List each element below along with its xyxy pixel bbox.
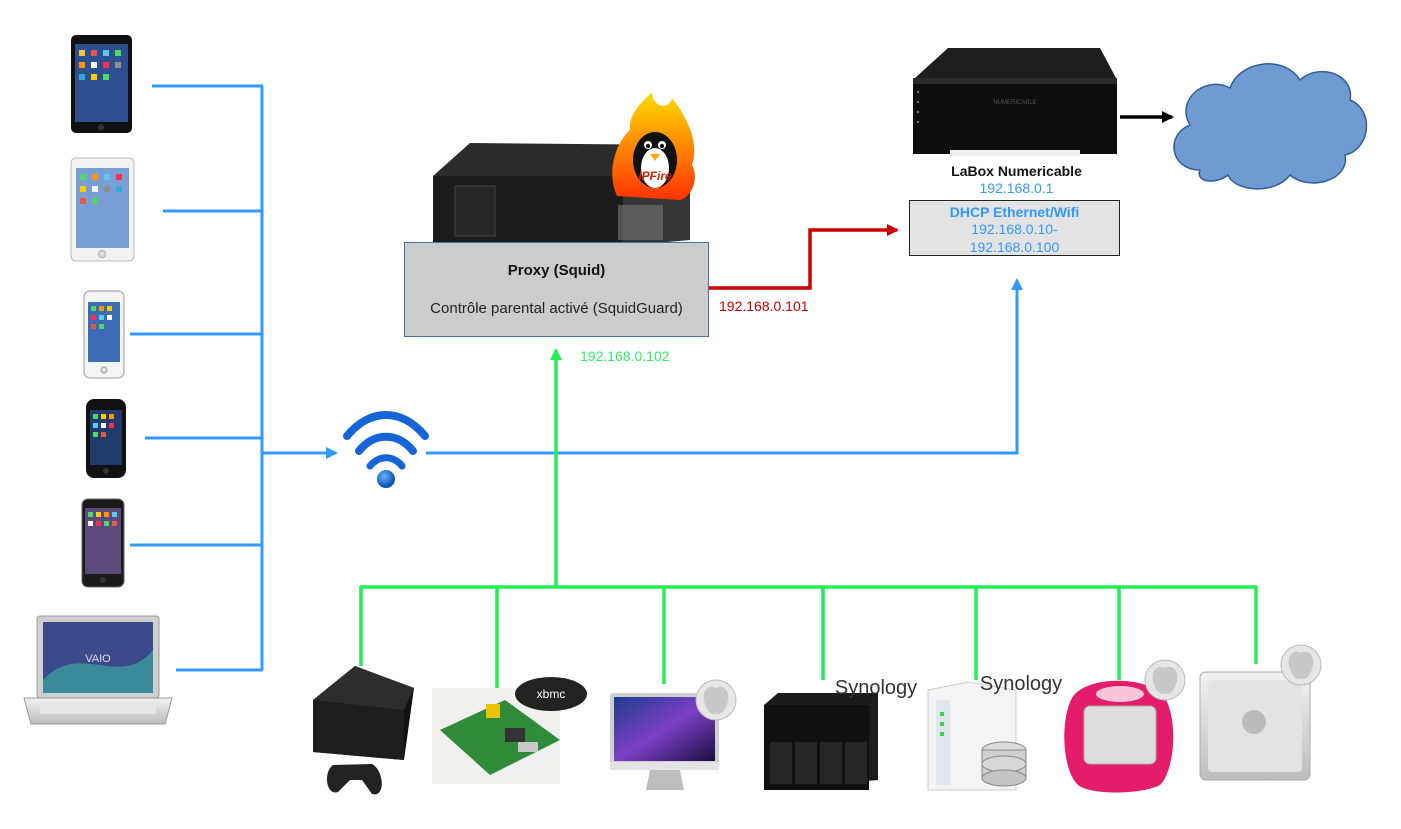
apple-logo-icon-2 bbox=[1144, 659, 1186, 701]
proxy-box: Proxy (Squid) Contrôle parental activé (… bbox=[404, 242, 709, 337]
wan-link bbox=[708, 224, 899, 290]
wifi-icon bbox=[343, 411, 429, 488]
power-mac-g4-icon bbox=[1199, 671, 1311, 781]
dhcp-range-end: 192.168.0.100 bbox=[969, 239, 1060, 255]
proxy-lan-ip: 192.168.0.102 bbox=[580, 348, 670, 364]
synology-nas-4bay-icon: Synology bbox=[764, 677, 917, 790]
synology-brand-text-2: Synology bbox=[980, 673, 1062, 695]
imac-g3-icon bbox=[1064, 680, 1174, 793]
dhcp-title: DHCP Ethernet/Wifi bbox=[949, 204, 1080, 220]
apple-logo-icon-3 bbox=[1280, 644, 1322, 686]
proxy-subtitle: Contrôle parental activé (SquidGuard) bbox=[430, 300, 683, 317]
iphone-3g-icon bbox=[86, 399, 126, 478]
iphone-6-icon bbox=[81, 498, 125, 588]
lan-bus bbox=[359, 348, 1258, 690]
router-ip: 192.168.0.1 bbox=[979, 180, 1054, 196]
proxy-wan-ip: 192.168.0.101 bbox=[719, 298, 809, 314]
raspberry-pi-icon: xbmc bbox=[432, 677, 587, 784]
iphone-5c-icon bbox=[83, 290, 125, 379]
database-icon bbox=[981, 741, 1027, 787]
dhcp-box: DHCP Ethernet/Wifi 192.168.0.10- 192.168… bbox=[909, 200, 1120, 256]
dhcp-range-start: 192.168.0.10- bbox=[971, 221, 1058, 237]
laptop-brand-text: VAIO bbox=[85, 653, 111, 665]
ipad-white-icon bbox=[70, 157, 135, 262]
synology-brand-text-1: Synology bbox=[835, 677, 917, 699]
router-device-icon: NUMERICABLE bbox=[913, 48, 1117, 156]
ipfire-logo-icon: IPFire bbox=[612, 92, 695, 200]
internet-cloud-icon bbox=[1173, 63, 1367, 190]
xbmc-badge-text: xbmc bbox=[537, 687, 566, 701]
ipad-mini-black-icon bbox=[71, 35, 132, 133]
laptop-vaio-icon: VAIO bbox=[23, 615, 173, 725]
svg-text:IPFire: IPFire bbox=[638, 169, 672, 183]
router-brand-text: NUMERICABLE bbox=[993, 100, 1036, 106]
router-name: LaBox Numericable bbox=[951, 163, 1082, 179]
apple-logo-icon bbox=[695, 679, 737, 721]
wifi-bus bbox=[130, 84, 1023, 672]
playstation-3-icon bbox=[313, 666, 414, 795]
proxy-title: Proxy (Squid) bbox=[507, 262, 606, 279]
